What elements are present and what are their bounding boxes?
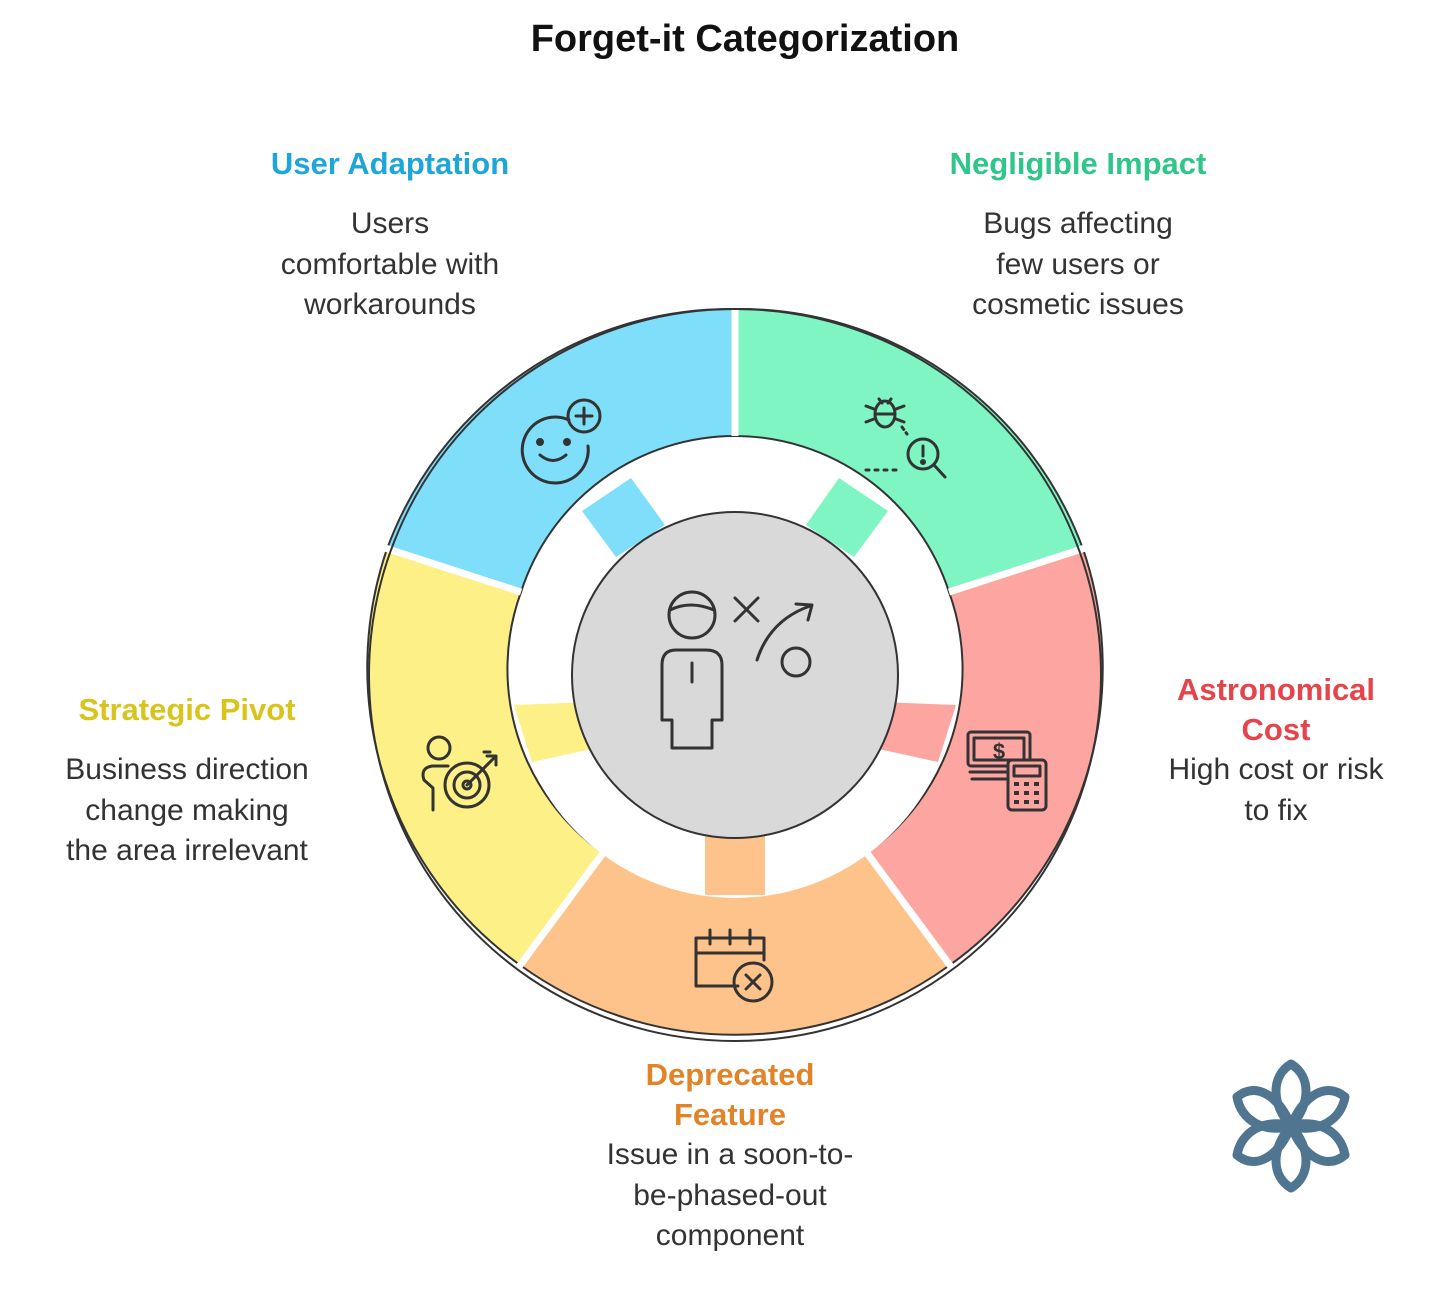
label-description: Bugs affecting few users or cosmetic iss… bbox=[918, 204, 1238, 326]
segment-user-adaptation bbox=[385, 307, 736, 594]
label-deprecated-feature: Deprecated Feature Issue in a soon-to- b… bbox=[580, 1055, 880, 1257]
label-description: Business direction change making the are… bbox=[30, 750, 344, 872]
label-description: Users comfortable with workarounds bbox=[240, 204, 540, 326]
label-strategic-pivot: Strategic Pivot Business direction chang… bbox=[30, 690, 344, 872]
target-person-icon bbox=[421, 735, 498, 812]
description-line: few users or bbox=[996, 247, 1160, 281]
segment-astronomical-cost bbox=[865, 547, 1104, 967]
ring-gaps bbox=[383, 300, 1087, 971]
label-user-adaptation: User Adaptation Users comfortable with w… bbox=[240, 144, 540, 326]
description-line: Bugs affecting bbox=[983, 207, 1173, 240]
description-line: be-phased-out bbox=[633, 1178, 827, 1212]
connector-tab-negligible-impact bbox=[806, 478, 888, 557]
title-line: Deprecated bbox=[645, 1057, 815, 1092]
segment-strategic-pivot bbox=[366, 547, 605, 967]
smile-plus-icon bbox=[520, 398, 602, 485]
label-title: Astronomical Cost bbox=[1136, 670, 1416, 750]
svg-text:$: $ bbox=[993, 739, 1005, 764]
label-title: Deprecated Feature bbox=[580, 1055, 880, 1135]
title-line: Astronomical bbox=[1176, 672, 1376, 707]
description-line: Business direction bbox=[65, 753, 309, 786]
description-line: to fix bbox=[1244, 793, 1308, 827]
label-description: High cost or risk to fix bbox=[1136, 750, 1416, 831]
connector-tab-deprecated-feature bbox=[705, 833, 765, 895]
bug-search-icon bbox=[864, 397, 947, 479]
description-line: Users bbox=[350, 207, 430, 240]
label-negligible-impact: Negligible Impact Bugs affecting few use… bbox=[918, 144, 1238, 326]
description-line: Issue in a soon-to- bbox=[606, 1138, 854, 1171]
strategy-person-icon bbox=[660, 590, 814, 750]
description-line: change making bbox=[85, 793, 289, 827]
money-calculator-icon: $ bbox=[966, 730, 1048, 812]
connector-tab-user-adaptation bbox=[582, 478, 665, 557]
calendar-x-icon bbox=[694, 928, 774, 1003]
label-title: Negligible Impact bbox=[949, 146, 1207, 181]
title-line: Cost bbox=[1241, 712, 1311, 747]
description-line: High cost or risk bbox=[1168, 753, 1384, 786]
description-line: workarounds bbox=[304, 288, 476, 321]
title-line: Feature bbox=[674, 1097, 786, 1132]
description-line: the area irrelevant bbox=[66, 834, 308, 867]
label-astronomical-cost: Astronomical Cost High cost or risk to f… bbox=[1136, 670, 1416, 831]
description-line: component bbox=[655, 1219, 805, 1252]
outer-outline bbox=[368, 308, 1102, 1042]
description-line: cosmetic issues bbox=[972, 288, 1184, 321]
label-title: User Adaptation bbox=[270, 146, 510, 181]
center-circle bbox=[571, 511, 899, 839]
label-title: Strategic Pivot bbox=[78, 692, 296, 727]
flower-logo-icon bbox=[1232, 1059, 1350, 1193]
description-line: comfortable with bbox=[280, 247, 500, 281]
page-title: Forget-it Categorization bbox=[530, 18, 960, 60]
label-description: Issue in a soon-to- be-phased-out compon… bbox=[580, 1135, 880, 1257]
